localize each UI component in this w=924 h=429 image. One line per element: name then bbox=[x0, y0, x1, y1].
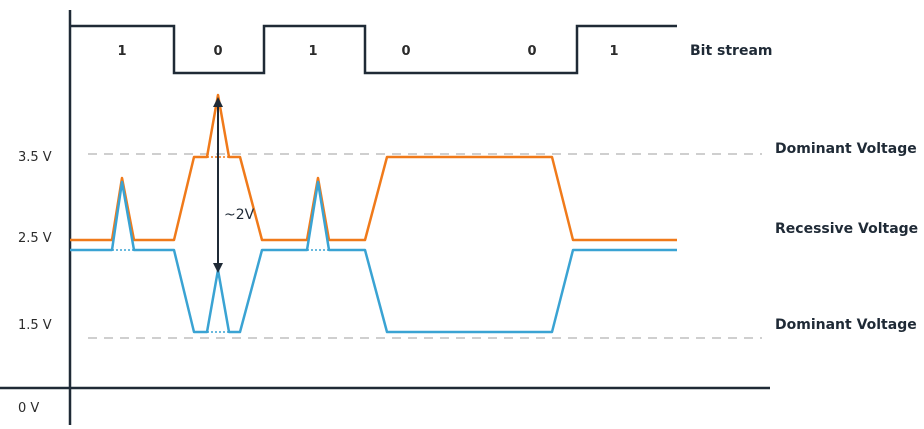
dominant-voltage-high-label: Dominant Voltage bbox=[775, 141, 917, 157]
voltage-label-2-5v: 2.5 V bbox=[18, 231, 52, 246]
bit-stream-wave bbox=[70, 24, 677, 75]
bit-6: 1 bbox=[609, 44, 618, 59]
bit-2: 0 bbox=[213, 44, 222, 59]
bit-1: 1 bbox=[117, 44, 126, 59]
can-high-signal bbox=[70, 93, 677, 242]
can-low-signal bbox=[70, 180, 677, 334]
bit-4: 0 bbox=[401, 44, 410, 59]
bit-stream-label: Bit stream bbox=[690, 43, 773, 59]
bit-5: 0 bbox=[527, 44, 536, 59]
voltage-label-0v: 0 V bbox=[18, 401, 39, 416]
voltage-label-1-5v: 1.5 V bbox=[18, 318, 52, 333]
dominant-voltage-low-label: Dominant Voltage bbox=[775, 317, 917, 333]
voltage-label-3-5v: 3.5 V bbox=[18, 150, 52, 165]
bit-3: 1 bbox=[308, 44, 317, 59]
recessive-voltage-label: Recessive Voltage bbox=[775, 221, 918, 237]
voltage-difference-label: ~2V bbox=[224, 207, 255, 223]
